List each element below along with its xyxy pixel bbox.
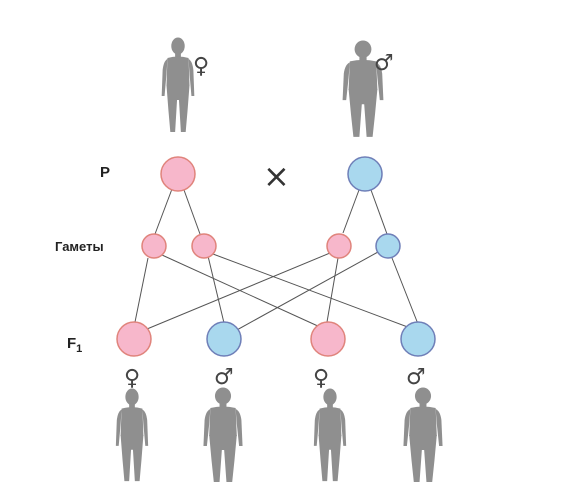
f1-female-figure-icon-1 — [115, 388, 149, 482]
f1-female-circle-2 — [310, 321, 346, 357]
line-g4-f1-2 — [234, 251, 379, 332]
parent-male-symbol: ♂ — [374, 51, 394, 76]
gamete-female-2 — [191, 233, 217, 259]
parent-female-figure-icon — [161, 37, 195, 132]
f1-female-figure-icon-2 — [313, 388, 347, 482]
line-p-male-gamete-1 — [342, 189, 360, 234]
f1-subscript: 1 — [76, 343, 82, 355]
f1-male-symbol-2: ♂ — [406, 365, 426, 390]
line-g2-f1-4 — [212, 253, 414, 330]
connection-lines — [134, 188, 419, 332]
parent-female-circle — [160, 156, 196, 192]
f1-male-circle-2 — [400, 321, 436, 357]
f1-male-circle-1 — [206, 321, 242, 357]
gametes-label: Гаметы — [55, 239, 104, 254]
f1-male-figure-icon-2 — [403, 387, 443, 482]
line-p-female-gamete-2 — [183, 189, 201, 235]
gamete-male-2 — [375, 233, 401, 259]
line-g3-f1-1 — [146, 252, 331, 330]
line-g1-f1-1 — [134, 257, 149, 323]
parent-male-circle — [347, 156, 383, 192]
line-g2-f1-2 — [207, 255, 225, 324]
f1-female-symbol-2: ♀ — [313, 366, 329, 391]
line-p-female-gamete-1 — [154, 188, 173, 235]
parents-label: P — [100, 164, 110, 181]
f1-female-circle-1 — [116, 321, 152, 357]
line-g4-f1-4 — [391, 257, 419, 325]
line-p-male-gamete-2 — [370, 189, 388, 235]
f1-label: F1 — [67, 335, 82, 355]
cross-symbol: × — [263, 157, 290, 195]
gamete-female-1 — [141, 233, 167, 259]
line-g1-f1-3 — [161, 254, 321, 328]
f1-female-symbol-1: ♀ — [124, 366, 140, 391]
gamete-male-1 — [326, 233, 352, 259]
f1-male-symbol-1: ♂ — [214, 365, 234, 390]
parent-female-symbol: ♀ — [193, 54, 209, 79]
f1-male-figure-icon-1 — [203, 387, 243, 482]
line-g3-f1-3 — [326, 257, 339, 323]
